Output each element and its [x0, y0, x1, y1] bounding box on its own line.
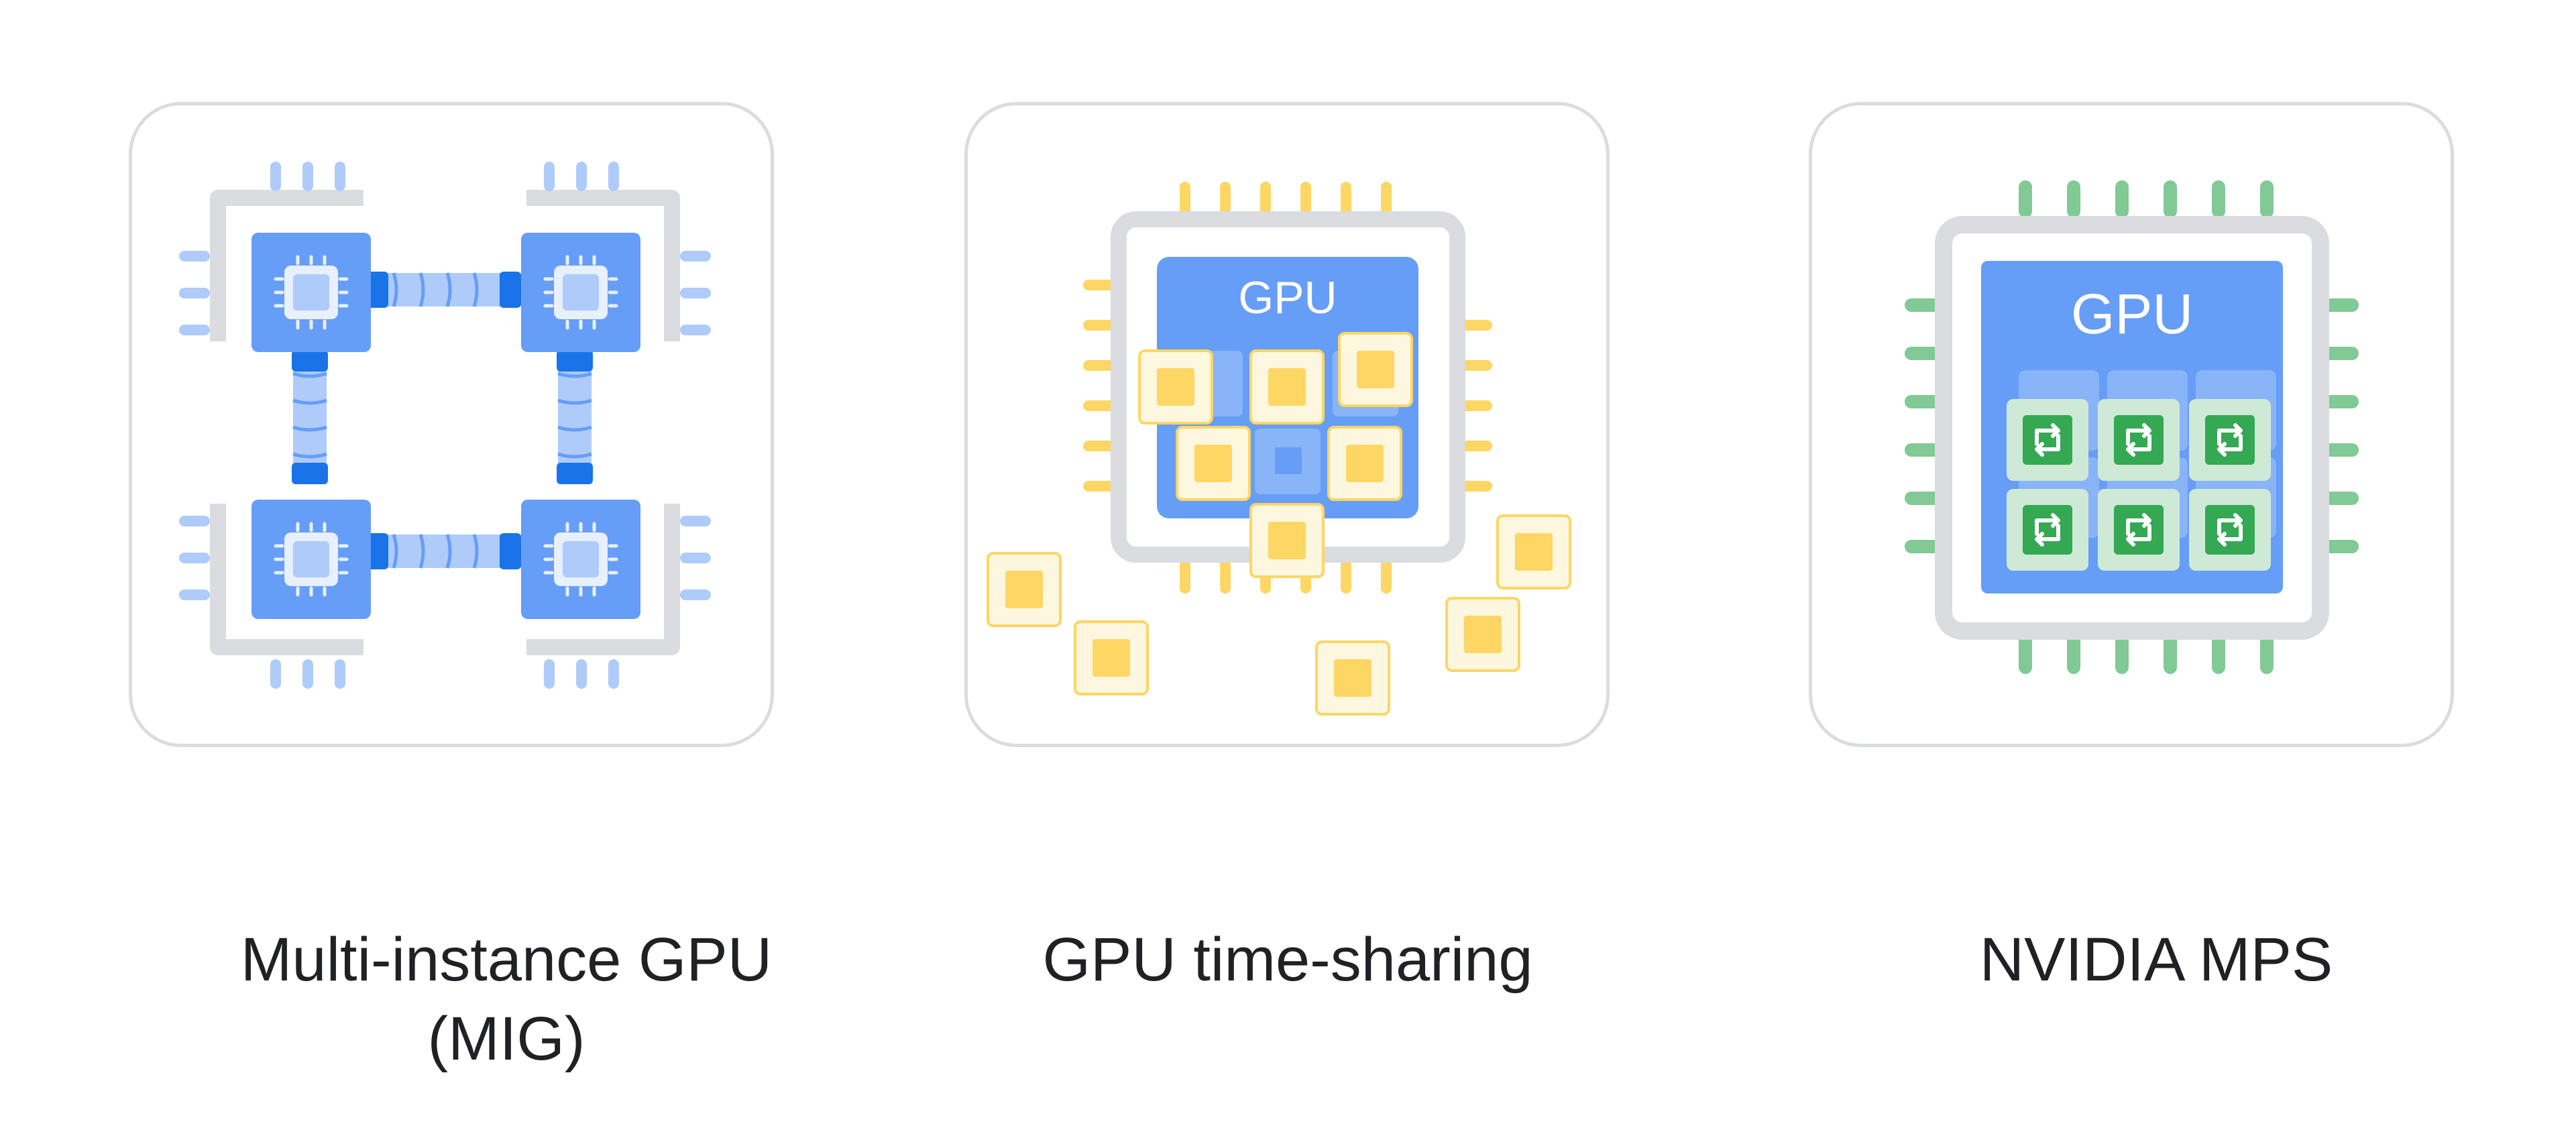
mig-caption: Multi-instance GPU (MIG) [171, 920, 842, 1078]
chip-label: GPU [1238, 272, 1337, 323]
chip-label: GPU [2071, 282, 2193, 345]
nvidia-mps-card: GPU [1809, 102, 2454, 747]
mig-caption-text: Multi-instance GPU (MIG) [240, 925, 773, 1073]
nvidia-mps-icon: GPU [1905, 180, 2359, 674]
gpu-time-sharing-card: GPU [964, 102, 1610, 747]
mig-card [129, 102, 774, 747]
gpu-time-sharing-icon: GPU [987, 182, 1571, 716]
nvidia-mps-caption: NVIDIA MPS [1979, 925, 2333, 994]
multi-instance-gpu-icon [179, 162, 711, 689]
gpu-time-sharing-caption: GPU time-sharing [1042, 925, 1533, 994]
